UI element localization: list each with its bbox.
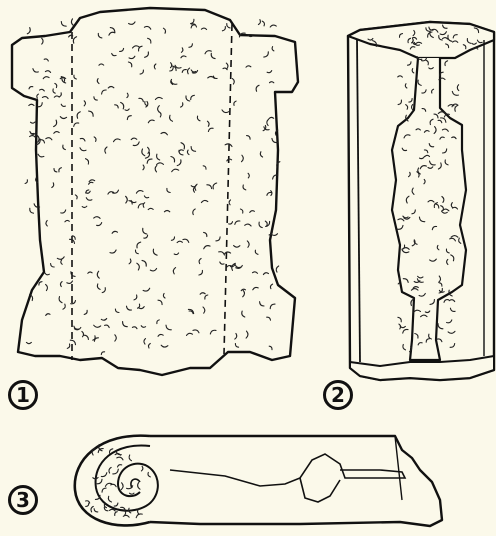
step-1-badge: 1 xyxy=(8,380,38,410)
fleece-folded-sides xyxy=(348,22,494,380)
fleece-rolled xyxy=(75,436,442,526)
fleece-flat-panel xyxy=(12,8,298,375)
step-2-badge: 2 xyxy=(323,380,353,410)
step-3-badge: 3 xyxy=(8,485,38,515)
